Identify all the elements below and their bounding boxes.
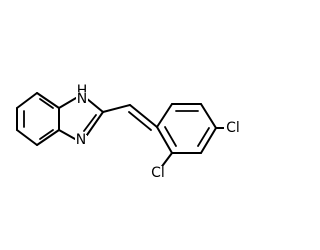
double-bond-inner [39,129,54,140]
bond [86,111,104,136]
bond [156,103,173,128]
benzene-ring-left [16,92,60,146]
atom-labels: H N N Cl Cl [75,83,242,181]
bond [36,92,60,109]
bond [58,129,76,140]
molecule-structure: H N N Cl Cl [16,83,242,181]
double-bond-inner [197,127,210,147]
atom-n: N [76,132,86,148]
atom-cl-ortho: Cl [151,165,165,181]
atom-n-h: N [77,91,87,107]
vinyl-linker [102,104,158,131]
label-bg [76,92,88,104]
bond [85,97,104,113]
bond [58,97,77,109]
bond [129,104,158,128]
atom-cl-para: Cl [226,120,240,136]
double-bond-inner [83,114,97,132]
double-bond-inner [39,98,54,109]
bond [200,127,217,154]
label-bg [149,166,167,180]
atom-h: H [77,83,88,99]
label-bg [75,135,87,147]
double-bond-inner [164,126,177,147]
bond [200,103,217,129]
label-bg [224,120,242,134]
bond [36,129,60,146]
bond [156,126,173,154]
bond [102,104,131,113]
imidazole-ring [58,97,104,140]
double-bond-inner [128,111,152,131]
bond [16,92,38,109]
bond [16,129,38,146]
benzene-ring-right [156,103,217,154]
